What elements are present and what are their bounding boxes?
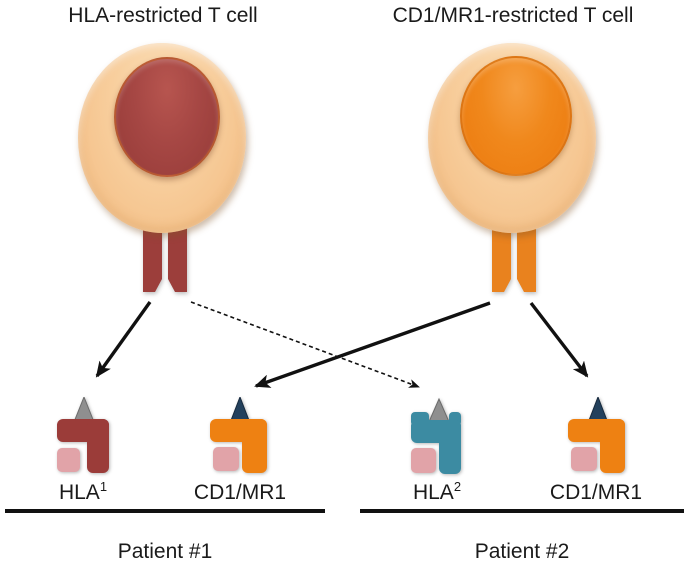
patient-1-line bbox=[5, 509, 325, 513]
cd1mr1-heavy-chain-icon bbox=[600, 419, 625, 473]
patient-2-label: Patient #2 bbox=[474, 540, 570, 563]
cd1mr1-label-p1: CD1/MR1 bbox=[194, 479, 286, 505]
tcr-chain-icon bbox=[492, 228, 511, 292]
nucleus-orange bbox=[460, 56, 572, 176]
tcr-receptor-right bbox=[492, 228, 536, 292]
cd1mr1-label-p2: CD1/MR1 bbox=[550, 479, 642, 505]
cd1mr1-restricted-t-cell bbox=[428, 43, 596, 233]
b2m-subunit-icon bbox=[571, 447, 597, 471]
cd1mr1-molecule-p2 bbox=[568, 397, 625, 473]
b2m-subunit-icon bbox=[57, 448, 80, 472]
tcr-chain-icon bbox=[517, 228, 536, 292]
cd1mr1-heavy-chain-icon bbox=[242, 419, 267, 473]
patient-1-label: Patient #1 bbox=[117, 540, 213, 563]
hla1-label-sup: 1 bbox=[99, 479, 108, 494]
cd1mr1-label-text: CD1/MR1 bbox=[193, 481, 287, 504]
hla-heavy-chain-icon bbox=[87, 419, 109, 473]
hla1-molecule bbox=[57, 397, 109, 473]
cd1mr1-label-text: CD1/MR1 bbox=[549, 481, 643, 504]
tcr-chain-icon bbox=[168, 228, 187, 292]
tcr-chain-icon bbox=[143, 228, 162, 292]
recognition-arrow-1-solid bbox=[95, 301, 152, 378]
hla2-label-text: HLA bbox=[412, 481, 454, 504]
b2m-subunit-icon bbox=[213, 447, 239, 471]
b2m-subunit-icon bbox=[411, 448, 436, 473]
left-cell-title: HLA-restricted T cell bbox=[68, 4, 258, 27]
patient-2-line bbox=[360, 509, 684, 513]
cd1mr1-molecule-p1 bbox=[210, 397, 267, 473]
hla1-label: HLA1 bbox=[59, 479, 107, 505]
recognition-arrow-4-solid bbox=[529, 301, 589, 378]
hla2-label-sup: 2 bbox=[453, 479, 462, 494]
recognition-arrow-2-dashed bbox=[190, 301, 420, 388]
recognition-arrow-3-solid bbox=[254, 301, 491, 388]
tcr-receptor-left bbox=[143, 228, 187, 292]
hla-restricted-t-cell bbox=[78, 43, 246, 233]
nucleus-maroon bbox=[114, 57, 220, 177]
right-cell-title: CD1/MR1-restricted T cell bbox=[392, 4, 634, 27]
hla1-label-text: HLA bbox=[58, 481, 100, 504]
hla2-label: HLA2 bbox=[413, 479, 461, 505]
hla2-molecule bbox=[411, 397, 461, 474]
hla-heavy-chain-icon bbox=[439, 420, 461, 474]
